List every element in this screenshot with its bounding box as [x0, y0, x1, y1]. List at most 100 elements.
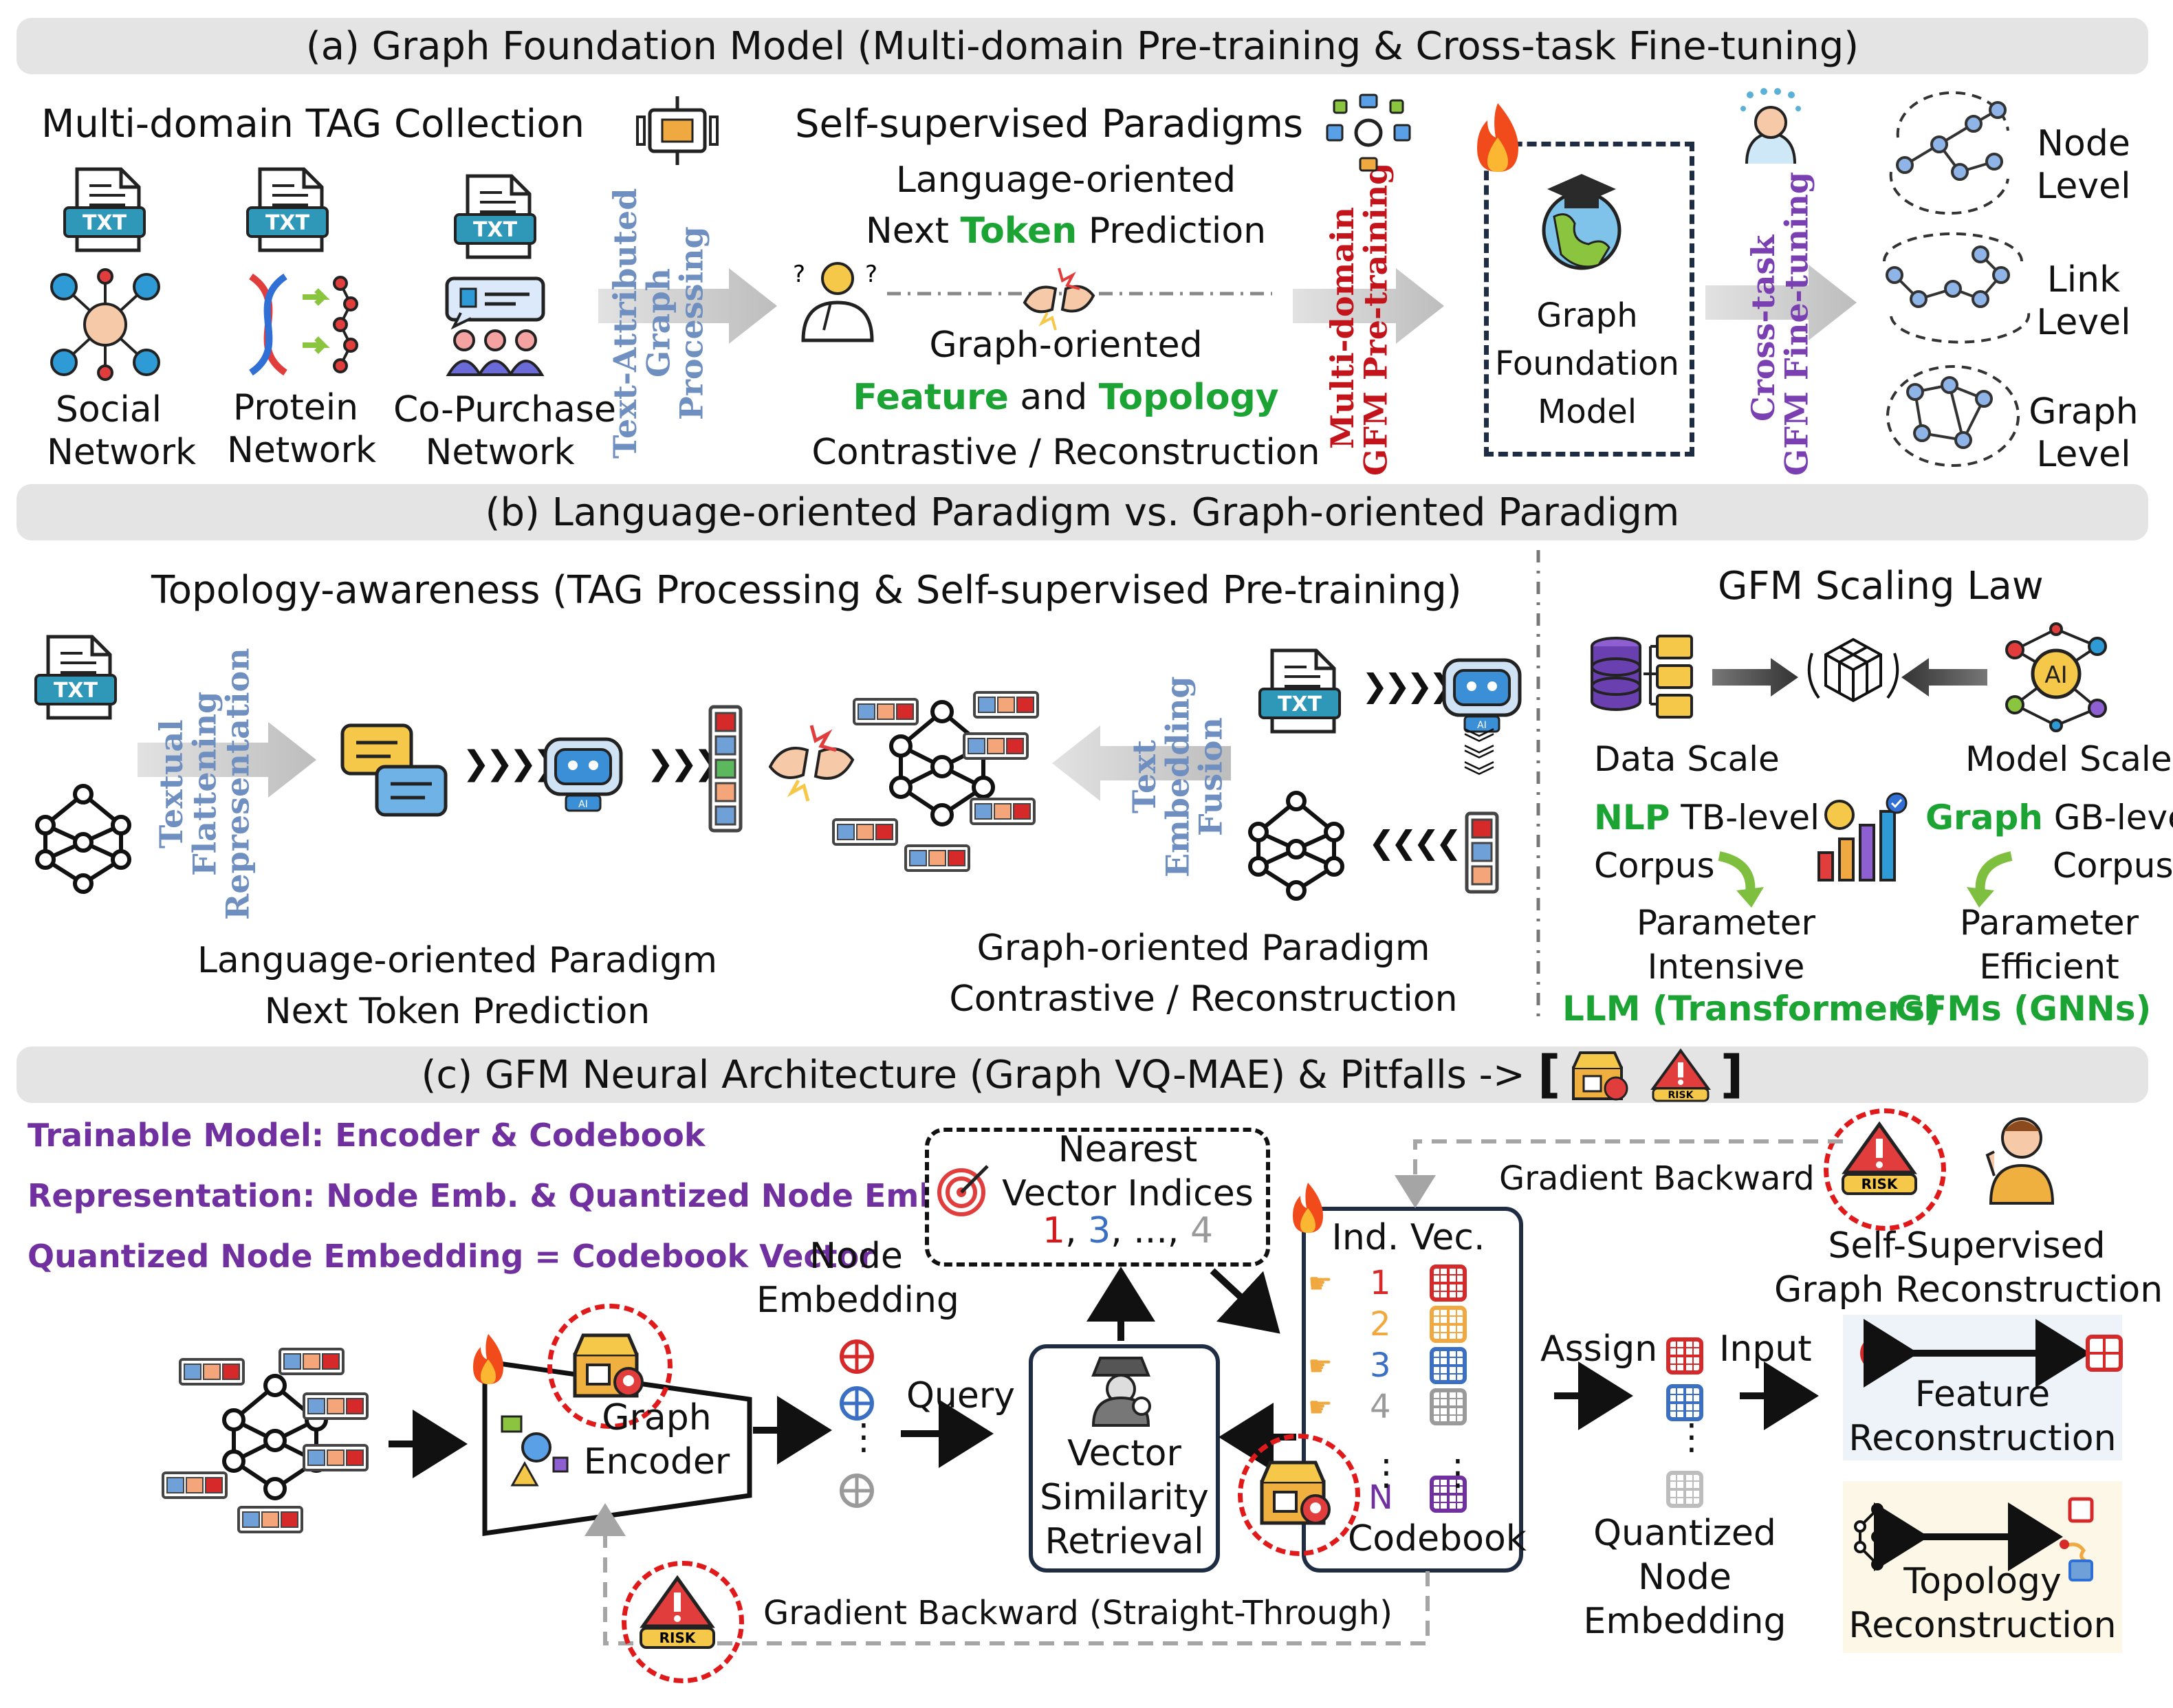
quantized-line: Embedding: [1583, 1601, 1787, 1642]
flow-arrow: [598, 268, 777, 344]
text-embedding-vector: [1465, 811, 1499, 894]
risk-warning-icon: RISK: [1650, 1048, 1711, 1102]
gradient-backward-straight-through: Gradient Backward (Straight-Through): [763, 1594, 1393, 1632]
codebook-dots: ⋮: [1368, 1452, 1404, 1493]
level-l2: Level: [2036, 434, 2131, 475]
encoder-line: Graph: [602, 1397, 712, 1438]
risk-highlight-circle: [1238, 1434, 1360, 1556]
text-prediction: Prediction: [1088, 210, 1267, 252]
nearest-index-values: 1, 3, ..., 4: [1042, 1210, 1214, 1251]
person-pointing-icon: [1985, 1117, 2055, 1205]
codebook-vector: [1430, 1388, 1467, 1425]
domain-l1: Social: [55, 389, 162, 430]
risk-label: RISK: [1668, 1090, 1694, 1101]
text-graph: Graph: [1925, 798, 2043, 837]
level-l2: Level: [2036, 302, 2131, 343]
feature-tag: [904, 844, 970, 872]
retrieval-line: Retrieval: [1045, 1521, 1204, 1562]
treasure-box-skull-icon: [1260, 1460, 1331, 1525]
recon-line: Graph Reconstruction: [1774, 1269, 2163, 1311]
index-4: 4: [1190, 1210, 1214, 1251]
paradigm-line: Contrastive / Reconstruction: [949, 978, 1458, 1020]
protein-dna-icon: [249, 273, 358, 376]
text-gb-level: GB-level: [2053, 798, 2173, 837]
corpus-left: Corpus: [1594, 846, 1715, 886]
corpus-right: Corpus: [2053, 846, 2173, 886]
level-l1: Link: [2046, 259, 2121, 300]
text-token: Token: [960, 210, 1078, 252]
embedding-line: Embedding: [756, 1280, 959, 1321]
pointing-hand-icon: ☛: [1308, 1350, 1333, 1382]
fist-bump-icon: [1023, 267, 1095, 331]
data-scale-label: Data Scale: [1594, 739, 1780, 779]
fist-bump-icon: [768, 725, 855, 802]
codebook-vector: [1430, 1264, 1467, 1302]
bracket-close: ]: [1720, 1045, 1744, 1104]
text-next: Next: [865, 210, 949, 252]
graph-gb-level: Graph GB-level: [1925, 798, 2173, 837]
graph-level-graph-icon: [1886, 365, 2020, 467]
feature-double-arrow: [1860, 1319, 2123, 1388]
pointing-hand-icon: ☛: [1308, 1268, 1333, 1300]
txt-label: TXT: [473, 218, 518, 242]
txt-label: TXT: [1278, 692, 1322, 716]
fire-icon: [1477, 103, 1518, 172]
codebook-index: 3: [1370, 1346, 1391, 1385]
flow-arrow-left: [1052, 725, 1231, 801]
embedding-dots: ⋮: [846, 1416, 882, 1458]
database-icon: [1591, 635, 1693, 719]
gradient-backward-top: Gradient Backward: [1499, 1159, 1815, 1198]
chevrons-left: ❮❮❮❮: [1368, 824, 1462, 861]
codebook-vector: [1430, 1306, 1467, 1343]
feature-recon-line: Feature: [1914, 1374, 2051, 1415]
topology-double-arrow: [1854, 1497, 2094, 1581]
node-embedding-item: [840, 1386, 874, 1421]
codebook-dots: ⋮: [1440, 1452, 1476, 1493]
feature-tag: [853, 698, 919, 725]
quantized-embedding-item: [1666, 1471, 1703, 1508]
detective-icon: [1091, 1357, 1151, 1427]
arrow-to-codebook: [1210, 1268, 1280, 1334]
codebook-header: Ind. Vec.: [1331, 1217, 1485, 1258]
quantized-embedding-item: [1666, 1384, 1703, 1421]
feature-tag: [279, 1348, 345, 1375]
input-graph-icon: [222, 1374, 328, 1500]
straight-through-gradient-path: [585, 1503, 1430, 1645]
gfm-line: Model: [1537, 393, 1637, 431]
graph-oriented-label: Graph-oriented: [929, 325, 1203, 366]
svg-text:?: ?: [793, 261, 805, 288]
node-level-graph-icon: [1889, 91, 2009, 215]
arrow-up-to-indices: [1086, 1267, 1155, 1341]
co-purchase-icon: [445, 276, 545, 376]
section-b-title: (b) Language-oriented Paradigm vs. Graph…: [485, 490, 1680, 535]
arrow-to-encoder: [389, 1410, 468, 1478]
txt-label: TXT: [265, 211, 310, 235]
green-curved-arrow: [1718, 851, 1764, 908]
chevrons: ❯❯❯❯: [1362, 667, 1455, 704]
ai-robot-icon: AI: [1442, 658, 1522, 733]
nearest-line: Vector Indices: [1002, 1173, 1254, 1214]
bracket-open: [: [1537, 1045, 1561, 1104]
section-b-banner: (b) Language-oriented Paradigm vs. Graph…: [17, 484, 2148, 540]
globe-graduation-icon: [1542, 174, 1621, 270]
codebook-label: Codebook: [1348, 1518, 1527, 1559]
social-network-icon: [50, 268, 160, 381]
codebook-index: 2: [1370, 1305, 1391, 1344]
text-tb-level: TB-level: [1681, 798, 1820, 837]
feature-tag: [179, 1358, 245, 1386]
nearest-line: Nearest: [1058, 1129, 1198, 1170]
legend-quantized: Quantized Node Embedding = Codebook Vect…: [28, 1238, 875, 1275]
topology-recon-line: Topology: [1903, 1561, 2062, 1602]
risk-label: RISK: [659, 1630, 697, 1646]
param-line: Efficient: [1979, 947, 2119, 987]
workflow-gear-icon: [1326, 94, 1411, 172]
fire-icon: [473, 1334, 503, 1384]
risk-highlight-circle: [547, 1304, 673, 1429]
codebook-index: 1: [1370, 1264, 1391, 1302]
